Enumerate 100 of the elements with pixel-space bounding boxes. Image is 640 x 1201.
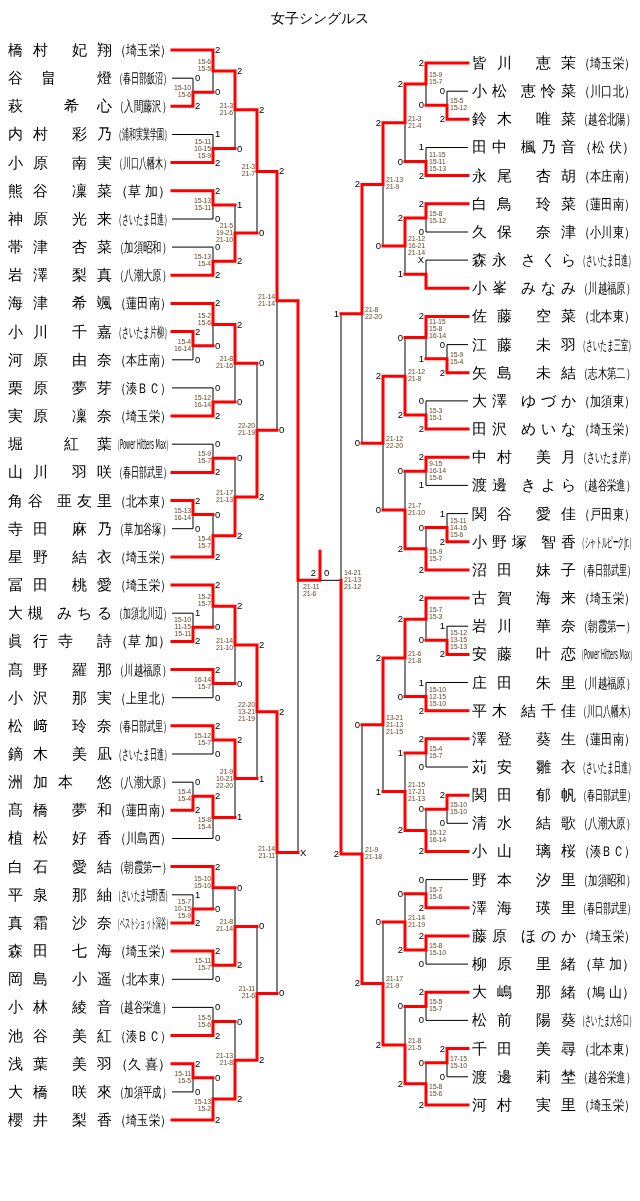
set-count: 2 — [397, 79, 403, 89]
set-count: 2 — [215, 791, 221, 801]
player-name: 海津 希颯 — [8, 294, 112, 313]
set-count: 0 — [418, 874, 424, 884]
set-count: 2 — [259, 1055, 265, 1065]
set-count: 2 — [215, 664, 221, 674]
set-count: 0 — [279, 988, 285, 998]
set-count: 0 — [215, 509, 221, 519]
player-name: 植松 好香 — [8, 829, 112, 848]
set-count: 1 — [195, 608, 201, 618]
set-count: 2 — [418, 987, 424, 997]
player-name: 藤原 ほのか — [472, 926, 576, 945]
school-name: （シャトルピークJr.） — [579, 532, 636, 551]
player-name: 関谷 愛佳 — [472, 504, 576, 523]
player-name: 栗原 夢芽 — [8, 378, 112, 397]
set-count: 2 — [259, 104, 265, 114]
school-name: （さいたま与野西） — [115, 885, 171, 904]
player-name: 佐藤 空菜 — [472, 307, 576, 326]
player-name: 真霜 沙奈 — [8, 913, 112, 932]
player-name: 矢島 未結 — [472, 363, 576, 382]
school-name: （さいたま三室） — [579, 335, 635, 354]
player-name: 冨田 桃愛 — [8, 576, 112, 595]
school-name: （川越福原） — [579, 279, 636, 298]
school-name: （草 加） — [115, 632, 172, 651]
set-count: 0 — [237, 453, 243, 463]
set-count: 0 — [397, 332, 403, 342]
player-name: 熊谷 凜菜 — [8, 181, 112, 200]
set-count: 2 — [215, 45, 221, 54]
school-name: （Power Hitters Max） — [579, 645, 636, 664]
school-name: （ベストショット深谷） — [115, 913, 172, 932]
set-count: 0 — [397, 156, 403, 166]
school-name: （埼玉栄） — [579, 54, 635, 72]
school-name: （埼玉栄） — [115, 942, 171, 961]
set-count: 0 — [215, 213, 221, 223]
school-name: （さいたま大谷口） — [579, 1011, 635, 1030]
set-count: 2 — [215, 720, 221, 730]
player-name: 白石 愛結 — [8, 857, 112, 876]
set-count: 2 — [237, 960, 243, 970]
set-count: 2 — [397, 945, 403, 955]
school-name: （さいたま日進） — [579, 758, 635, 776]
player-name: 小野塚 智香 — [472, 532, 576, 551]
player-name: 萩 希心 — [8, 97, 112, 116]
set-count: 2 — [418, 424, 424, 434]
school-name: （春日部武里） — [115, 463, 171, 482]
set-count: 2 — [237, 256, 243, 266]
set-count: 0 — [215, 903, 221, 913]
school-name: （川口八幡木） — [579, 701, 635, 720]
player-name: 野本 汐里 — [472, 870, 576, 889]
player-name: 岡島 小遥 — [8, 970, 112, 989]
set-count: 0 — [237, 1016, 243, 1026]
school-name: （加須東） — [579, 391, 635, 410]
player-name: 内村 彩乃 — [8, 125, 112, 144]
school-name: （春日部武里） — [115, 716, 171, 735]
set-count: 1 — [418, 353, 424, 363]
player-name: 実原 凜奈 — [8, 407, 112, 426]
player-name: 小原 南実 — [8, 153, 112, 172]
school-name: （埼玉栄） — [115, 547, 171, 566]
school-name: （入間藤沢） — [115, 97, 172, 116]
player-name: 永尾 杏胡 — [472, 166, 576, 185]
set-count: 2 — [215, 1030, 221, 1040]
school-name: （さいたま日進） — [115, 745, 171, 763]
school-name: （越谷栄進） — [579, 476, 636, 495]
player-name: 髙野 羅那 — [8, 660, 112, 679]
set-count: 2 — [397, 1078, 403, 1088]
set-count: 2 — [215, 270, 221, 280]
player-name: 大嶋 那緒 — [472, 983, 576, 1002]
set-count: 0 — [237, 882, 243, 892]
set-count: 2 — [237, 601, 243, 611]
school-name: （埼玉栄） — [579, 1095, 635, 1114]
school-name: （さいたま日進） — [579, 251, 635, 270]
player-name: 関田 郁帆 — [472, 786, 576, 805]
set-count: 2 — [279, 706, 285, 716]
set-count: 2 — [418, 930, 424, 940]
set-count: 2 — [195, 636, 201, 646]
set-count: 0 — [439, 1071, 445, 1081]
player-name: 白鳥 玲菜 — [472, 194, 576, 213]
school-name: （加須昭和） — [115, 238, 172, 257]
set-count: 2 — [237, 734, 243, 744]
set-count: 2 — [354, 179, 360, 189]
player-name: 角谷 亜友里 — [8, 491, 112, 510]
set-count: 2 — [195, 326, 201, 336]
school-name: （湊ＢＣ） — [115, 1026, 171, 1045]
set-count: 0 — [397, 691, 403, 701]
set-count: 2 — [237, 530, 243, 540]
player-name: 松前 陽葵 — [472, 1011, 576, 1030]
player-name: 大澤 ゆづか — [472, 391, 576, 410]
set-count: 1 — [195, 889, 201, 899]
player-name: 平木 結千佳 — [472, 701, 576, 720]
set-count: 1 — [418, 142, 424, 152]
school-name: （蓮田南） — [579, 729, 635, 748]
set-count: 0 — [418, 762, 424, 771]
set-count: 0 — [215, 1072, 221, 1082]
player-name: 安藤 叶恋 — [472, 645, 576, 664]
set-count: 2 — [195, 495, 201, 505]
player-name: 久保 奈津 — [472, 222, 576, 241]
player-name: 苅安 雛衣 — [472, 758, 576, 776]
school-name: （加須平成） — [115, 1082, 172, 1101]
set-count: 2 — [375, 117, 381, 127]
school-name: （加須昭和） — [579, 870, 636, 889]
player-name: 洲加本 悠 — [8, 773, 112, 792]
